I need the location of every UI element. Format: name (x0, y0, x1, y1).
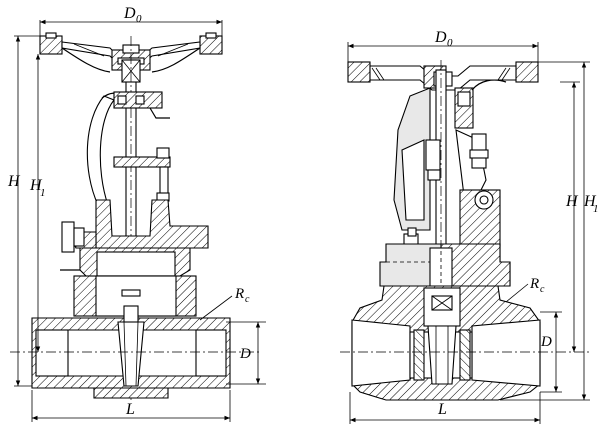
left-d0-label: D (123, 5, 136, 22)
left-yoke (86, 91, 171, 206)
right-dimension-d0: D 0 (347, 29, 539, 64)
right-rc-label: R (529, 276, 539, 292)
left-rc-subscript: c (245, 294, 250, 305)
left-dimension-d0: D 0 (39, 5, 223, 36)
right-h-label: H (565, 193, 579, 210)
left-l-label: L (125, 401, 135, 418)
right-bonnet (379, 243, 511, 289)
right-h1-label: H (583, 193, 597, 210)
right-rc-subscript: c (540, 284, 545, 295)
left-dimension-d: D (226, 321, 266, 385)
left-dimension-h: H (7, 35, 40, 387)
right-d0-subscript: 0 (447, 37, 453, 49)
left-h1-subscript: 1 (40, 187, 46, 199)
left-d-label: D (239, 346, 251, 362)
left-rc-callout: R c (199, 286, 250, 321)
left-valve-view: D 0 H H 1 R c D (7, 5, 266, 422)
right-d0-label: D (434, 29, 447, 46)
right-dimension-d: D (540, 311, 562, 393)
right-h1-subscript: 1 (593, 203, 599, 215)
right-handwheel (347, 61, 539, 129)
right-rc-callout: R c (505, 276, 545, 303)
right-dimension-h1: H 1 (560, 81, 599, 352)
right-valve-view: D 0 H H 1 R c D (340, 29, 599, 424)
left-dimension-h1: H 1 (29, 54, 46, 352)
right-dimension-l: L (349, 392, 541, 424)
left-bonnet-body (31, 199, 231, 399)
left-h1-label: H (29, 177, 43, 194)
left-rc-label: R (234, 286, 244, 302)
left-h-label: H (7, 173, 21, 190)
left-dimension-l: L (31, 390, 231, 422)
right-body (351, 285, 541, 401)
right-l-label: L (437, 401, 447, 418)
right-d-label: D (540, 334, 552, 350)
left-d0-subscript: 0 (136, 13, 142, 25)
